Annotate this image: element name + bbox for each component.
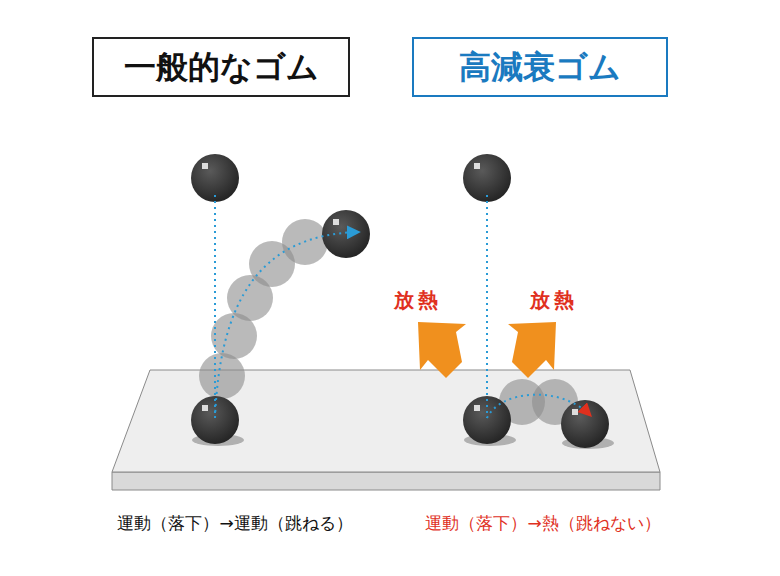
process-caption: 運動（落下）→熱（跳ねない） [425,513,660,533]
heat-label: 放熱 [394,288,442,312]
header-box: 高減衰ゴム [412,37,668,97]
header-text: 一般的なゴム [124,48,319,86]
highlights [202,163,578,415]
process-caption: 運動（落下）→運動（跳ねる） [117,513,352,533]
header-text: 高減衰ゴム [459,48,621,86]
heat-label: 放熱 [530,288,578,312]
motion-paths [215,195,590,418]
plate [112,370,660,490]
heat-arrows [418,322,556,378]
header-box: 一般的なゴム [92,37,350,97]
ghost-balls [199,219,328,399]
balls [191,154,609,448]
